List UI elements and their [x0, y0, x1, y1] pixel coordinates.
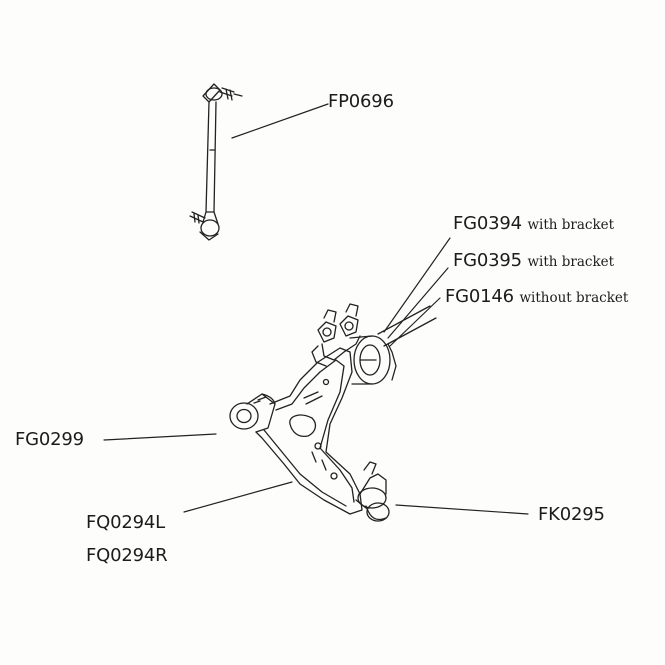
part-note: with bracket	[527, 217, 615, 233]
part-note: with bracket	[527, 254, 615, 270]
part-code: FG0394	[453, 213, 522, 234]
stabilizer-link-illustration	[189, 83, 243, 241]
leader-line-fg0395	[387, 267, 449, 339]
part-label-fq0294r: FQ0294R	[86, 545, 168, 566]
part-label-fk0295: FK0295	[538, 504, 605, 525]
leader-line-fg0146	[389, 297, 441, 347]
leader-line-fk0295	[395, 504, 529, 515]
part-label-fg0299: FG0299	[15, 429, 84, 450]
part-code: FG0146	[445, 286, 514, 307]
part-label-fg0394: FG0394 with bracket	[453, 214, 614, 235]
leader-line-fp0696	[231, 103, 329, 139]
part-label-fp0696: FP0696	[328, 91, 394, 112]
part-label-fq0294l: FQ0294L	[86, 512, 165, 533]
leader-line-fq0294	[183, 481, 293, 513]
part-note: without bracket	[519, 290, 629, 306]
part-label-fg0395: FG0395 with bracket	[453, 251, 614, 272]
control-arm-illustration	[229, 303, 437, 522]
leader-lines	[103, 103, 529, 515]
part-label-fg0146: FG0146 without bracket	[445, 287, 628, 308]
leader-line-fg0394	[383, 237, 451, 333]
leader-line-fg0299	[103, 433, 217, 441]
part-code: FG0395	[453, 250, 522, 271]
